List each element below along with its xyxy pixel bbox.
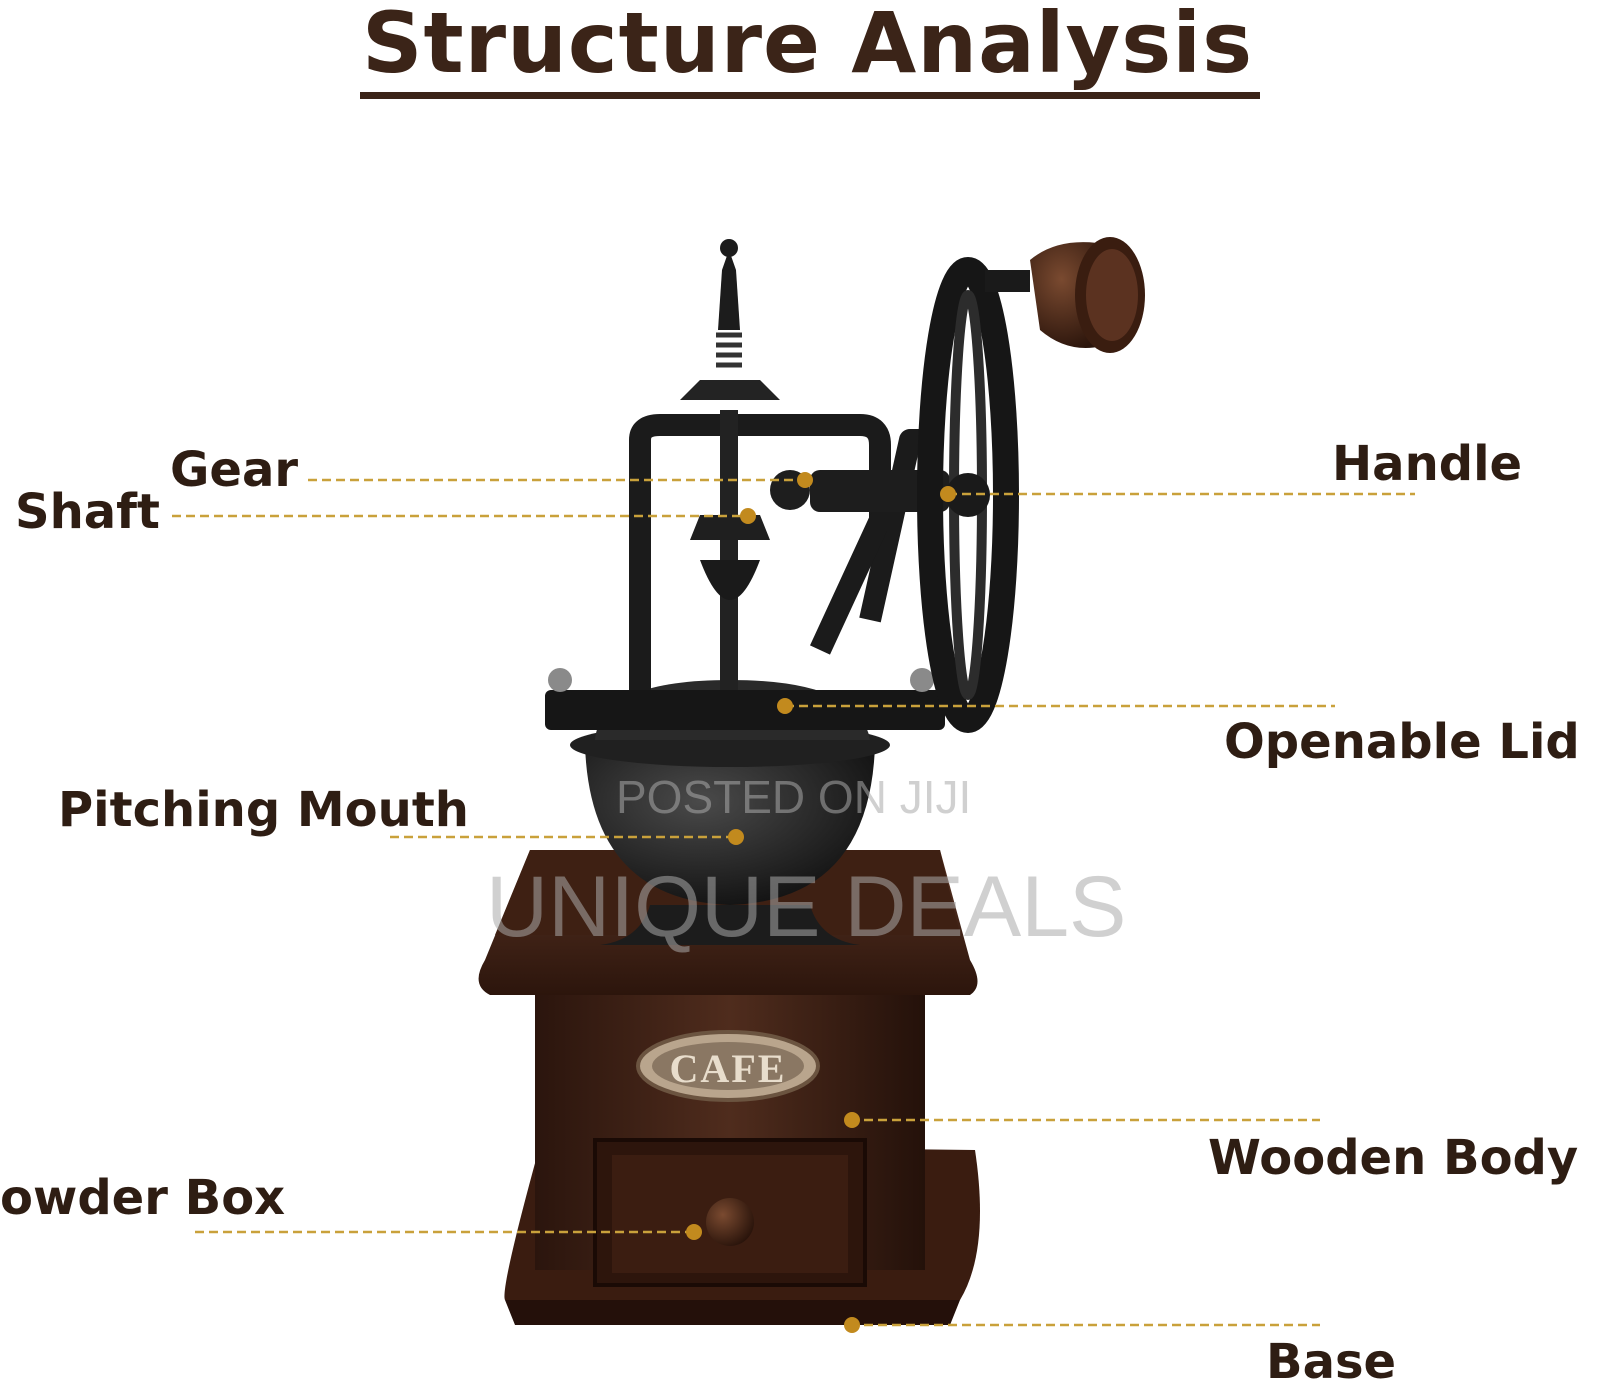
label-handle: Handle xyxy=(1332,436,1523,492)
label-gear: Gear xyxy=(170,442,299,498)
dot-wooden-body xyxy=(844,1112,860,1128)
finial xyxy=(718,250,740,330)
label-openable-lid: Openable Lid xyxy=(1224,714,1580,770)
drawer-knob xyxy=(706,1198,754,1246)
handle-knob xyxy=(1030,237,1145,353)
dot-openable-lid xyxy=(777,698,793,714)
label-powder-box: owder Box xyxy=(0,1170,286,1226)
cafe-plate xyxy=(636,1030,820,1102)
dot-powder-box xyxy=(686,1224,702,1240)
horizontal-gear xyxy=(690,515,770,540)
leader-lines xyxy=(172,478,1415,1327)
powder-box-drawer xyxy=(593,1138,867,1287)
page-title: Structure Analysis xyxy=(362,0,1254,92)
cafe-plate-text: CAFE xyxy=(670,1046,787,1091)
leader-dots xyxy=(686,472,956,1333)
grinder-frame xyxy=(629,414,930,690)
dot-handle xyxy=(940,486,956,502)
label-wooden-body: Wooden Body xyxy=(1208,1130,1579,1186)
dot-shaft xyxy=(740,508,756,524)
label-pitching-mouth: Pitching Mouth xyxy=(58,782,469,838)
label-base: Base xyxy=(1266,1334,1397,1390)
hopper-bowl xyxy=(545,668,945,945)
label-shaft: Shaft xyxy=(15,484,160,540)
title-underline xyxy=(360,92,1260,99)
dot-pitching-mouth xyxy=(728,829,744,845)
dot-gear xyxy=(797,472,813,488)
dot-base xyxy=(844,1317,860,1333)
